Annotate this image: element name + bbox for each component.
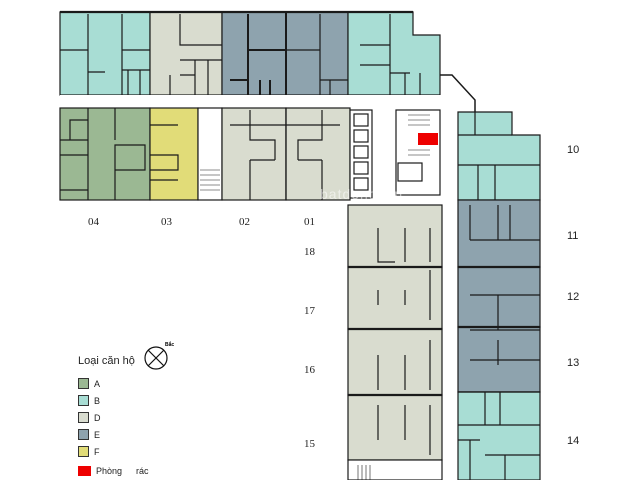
- legend-item-a: A: [78, 375, 149, 392]
- unit-02: [221, 107, 287, 201]
- legend-label-e: E: [94, 429, 101, 440]
- legend-item-b: B: [78, 392, 149, 409]
- unit-03: [149, 107, 199, 201]
- legend-item-d: D: [78, 409, 149, 426]
- unit-17: [347, 266, 443, 330]
- legend-label-a: A: [94, 378, 101, 389]
- unit-top-b-left: [59, 11, 151, 96]
- unit-10: [457, 111, 541, 201]
- unit-label-15: 15: [304, 438, 315, 450]
- stair-left: [197, 107, 223, 201]
- unit-12: [457, 266, 541, 328]
- unit-label-10: 10: [567, 144, 580, 156]
- unit-14: [457, 391, 541, 480]
- unit-04: [59, 107, 151, 201]
- unit-label-03: 03: [161, 216, 172, 228]
- stair-core: [395, 109, 441, 196]
- unit-label-13: 13: [567, 357, 580, 369]
- unit-01: [285, 107, 351, 201]
- legend-label-b: B: [94, 395, 101, 406]
- legend-item-garbage: Phòng rác: [78, 462, 149, 479]
- unit-label-17: 17: [304, 305, 315, 317]
- corridor: [60, 95, 458, 108]
- unit-top-b-right: [347, 11, 441, 96]
- unit-top-d: [149, 11, 223, 96]
- legend: Loại căn hộ A B D E F Phòng rác: [78, 355, 149, 479]
- legend-label-garbage-1: Phòng: [96, 465, 123, 476]
- legend-item-f: F: [78, 443, 149, 460]
- swatch-f: [78, 446, 89, 457]
- unit-top-e-left: [221, 11, 287, 96]
- swatch-garbage: [78, 465, 91, 476]
- legend-label-d: D: [94, 412, 101, 423]
- unit-16: [347, 328, 443, 396]
- swatch-e: [78, 429, 89, 440]
- unit-label-01: 01: [304, 216, 315, 228]
- unit-label-14: 14: [567, 435, 580, 447]
- unit-label-02: 02: [239, 216, 250, 228]
- compass-label: Bắc: [165, 342, 175, 348]
- unit-label-11: 11: [567, 230, 579, 242]
- unit-label-16: 16: [304, 364, 315, 376]
- swatch-a: [78, 378, 89, 389]
- legend-item-e: E: [78, 426, 149, 443]
- legend-label-f: F: [94, 446, 100, 457]
- connector-line: [440, 74, 476, 112]
- unit-18: [347, 204, 443, 268]
- legend-title: Loại căn hộ: [78, 355, 135, 367]
- swatch-b: [78, 395, 89, 406]
- watermark: batdongsan: [320, 186, 404, 202]
- unit-label-12: 12: [567, 291, 580, 303]
- unit-15: [347, 394, 443, 461]
- unit-label-04: 04: [88, 216, 99, 228]
- garbage-room: [418, 133, 438, 145]
- unit-top-e-right: [285, 11, 349, 96]
- legend-label-garbage-2: rác: [136, 465, 149, 476]
- unit-label-18: 18: [304, 246, 315, 258]
- unit-11: [457, 199, 541, 268]
- elevator-bank: [349, 109, 373, 199]
- north-compass-icon: [144, 346, 168, 370]
- swatch-d: [78, 412, 89, 423]
